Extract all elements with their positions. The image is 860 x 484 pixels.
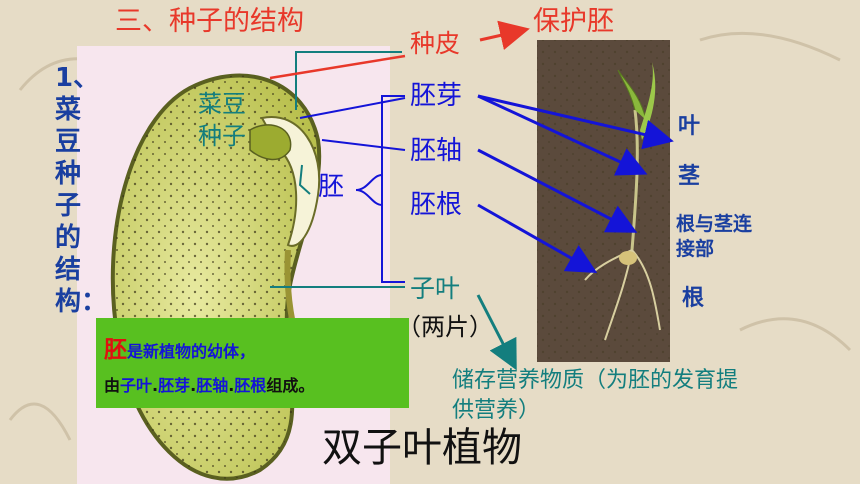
protect-arrow xyxy=(479,20,530,50)
leaf-label: 叶 xyxy=(678,114,701,139)
root-stem-junction-label: 根与茎连接部 xyxy=(676,213,753,260)
cotyledon-label: 子叶 xyxy=(410,274,461,303)
plumule-label: 胚芽 xyxy=(410,81,463,111)
section-title: 1、菜豆种子的结构： xyxy=(55,63,108,317)
seed-coat-bracket xyxy=(295,51,402,110)
hypocotyl-label: 胚轴 xyxy=(410,136,463,166)
cotyledon-count: （两片） xyxy=(397,313,493,341)
storage-arrow xyxy=(476,294,517,371)
embryo-bracket xyxy=(381,95,405,283)
embryo-definition-box: 胚是新植物的幼体， 由子叶.胚芽.胚轴.胚根组成。 xyxy=(96,318,409,408)
protect-embryo-label: 保护胚 xyxy=(533,6,614,37)
embryo-definition-line2: 由子叶.胚芽.胚轴.胚根组成。 xyxy=(104,376,315,395)
radicle-arrow xyxy=(477,203,598,273)
embryo-label: 胚 xyxy=(318,172,345,202)
seed-coat-pointer xyxy=(269,54,406,80)
plumule-pointer xyxy=(299,97,406,119)
hypocotyl-pointer xyxy=(321,139,406,151)
radicle-label: 胚根 xyxy=(410,190,463,220)
embryo-definition-line1: 胚是新植物的幼体， xyxy=(104,337,256,363)
plumule-arrow xyxy=(477,94,648,176)
hypocotyl-arrow xyxy=(477,148,638,233)
dicot-label: 双子叶植物 xyxy=(322,425,522,471)
bean-seed-label: 菜豆种子 xyxy=(198,90,246,150)
seedling-photo xyxy=(537,40,670,362)
storage-note: 储存营养物质（为胚的发育提供营养） xyxy=(452,368,739,423)
seed-coat-label: 种皮 xyxy=(410,29,461,58)
stem-label: 茎 xyxy=(678,164,701,189)
root-label: 根 xyxy=(682,286,705,311)
slide-title: 三、种子的结构 xyxy=(115,6,304,37)
